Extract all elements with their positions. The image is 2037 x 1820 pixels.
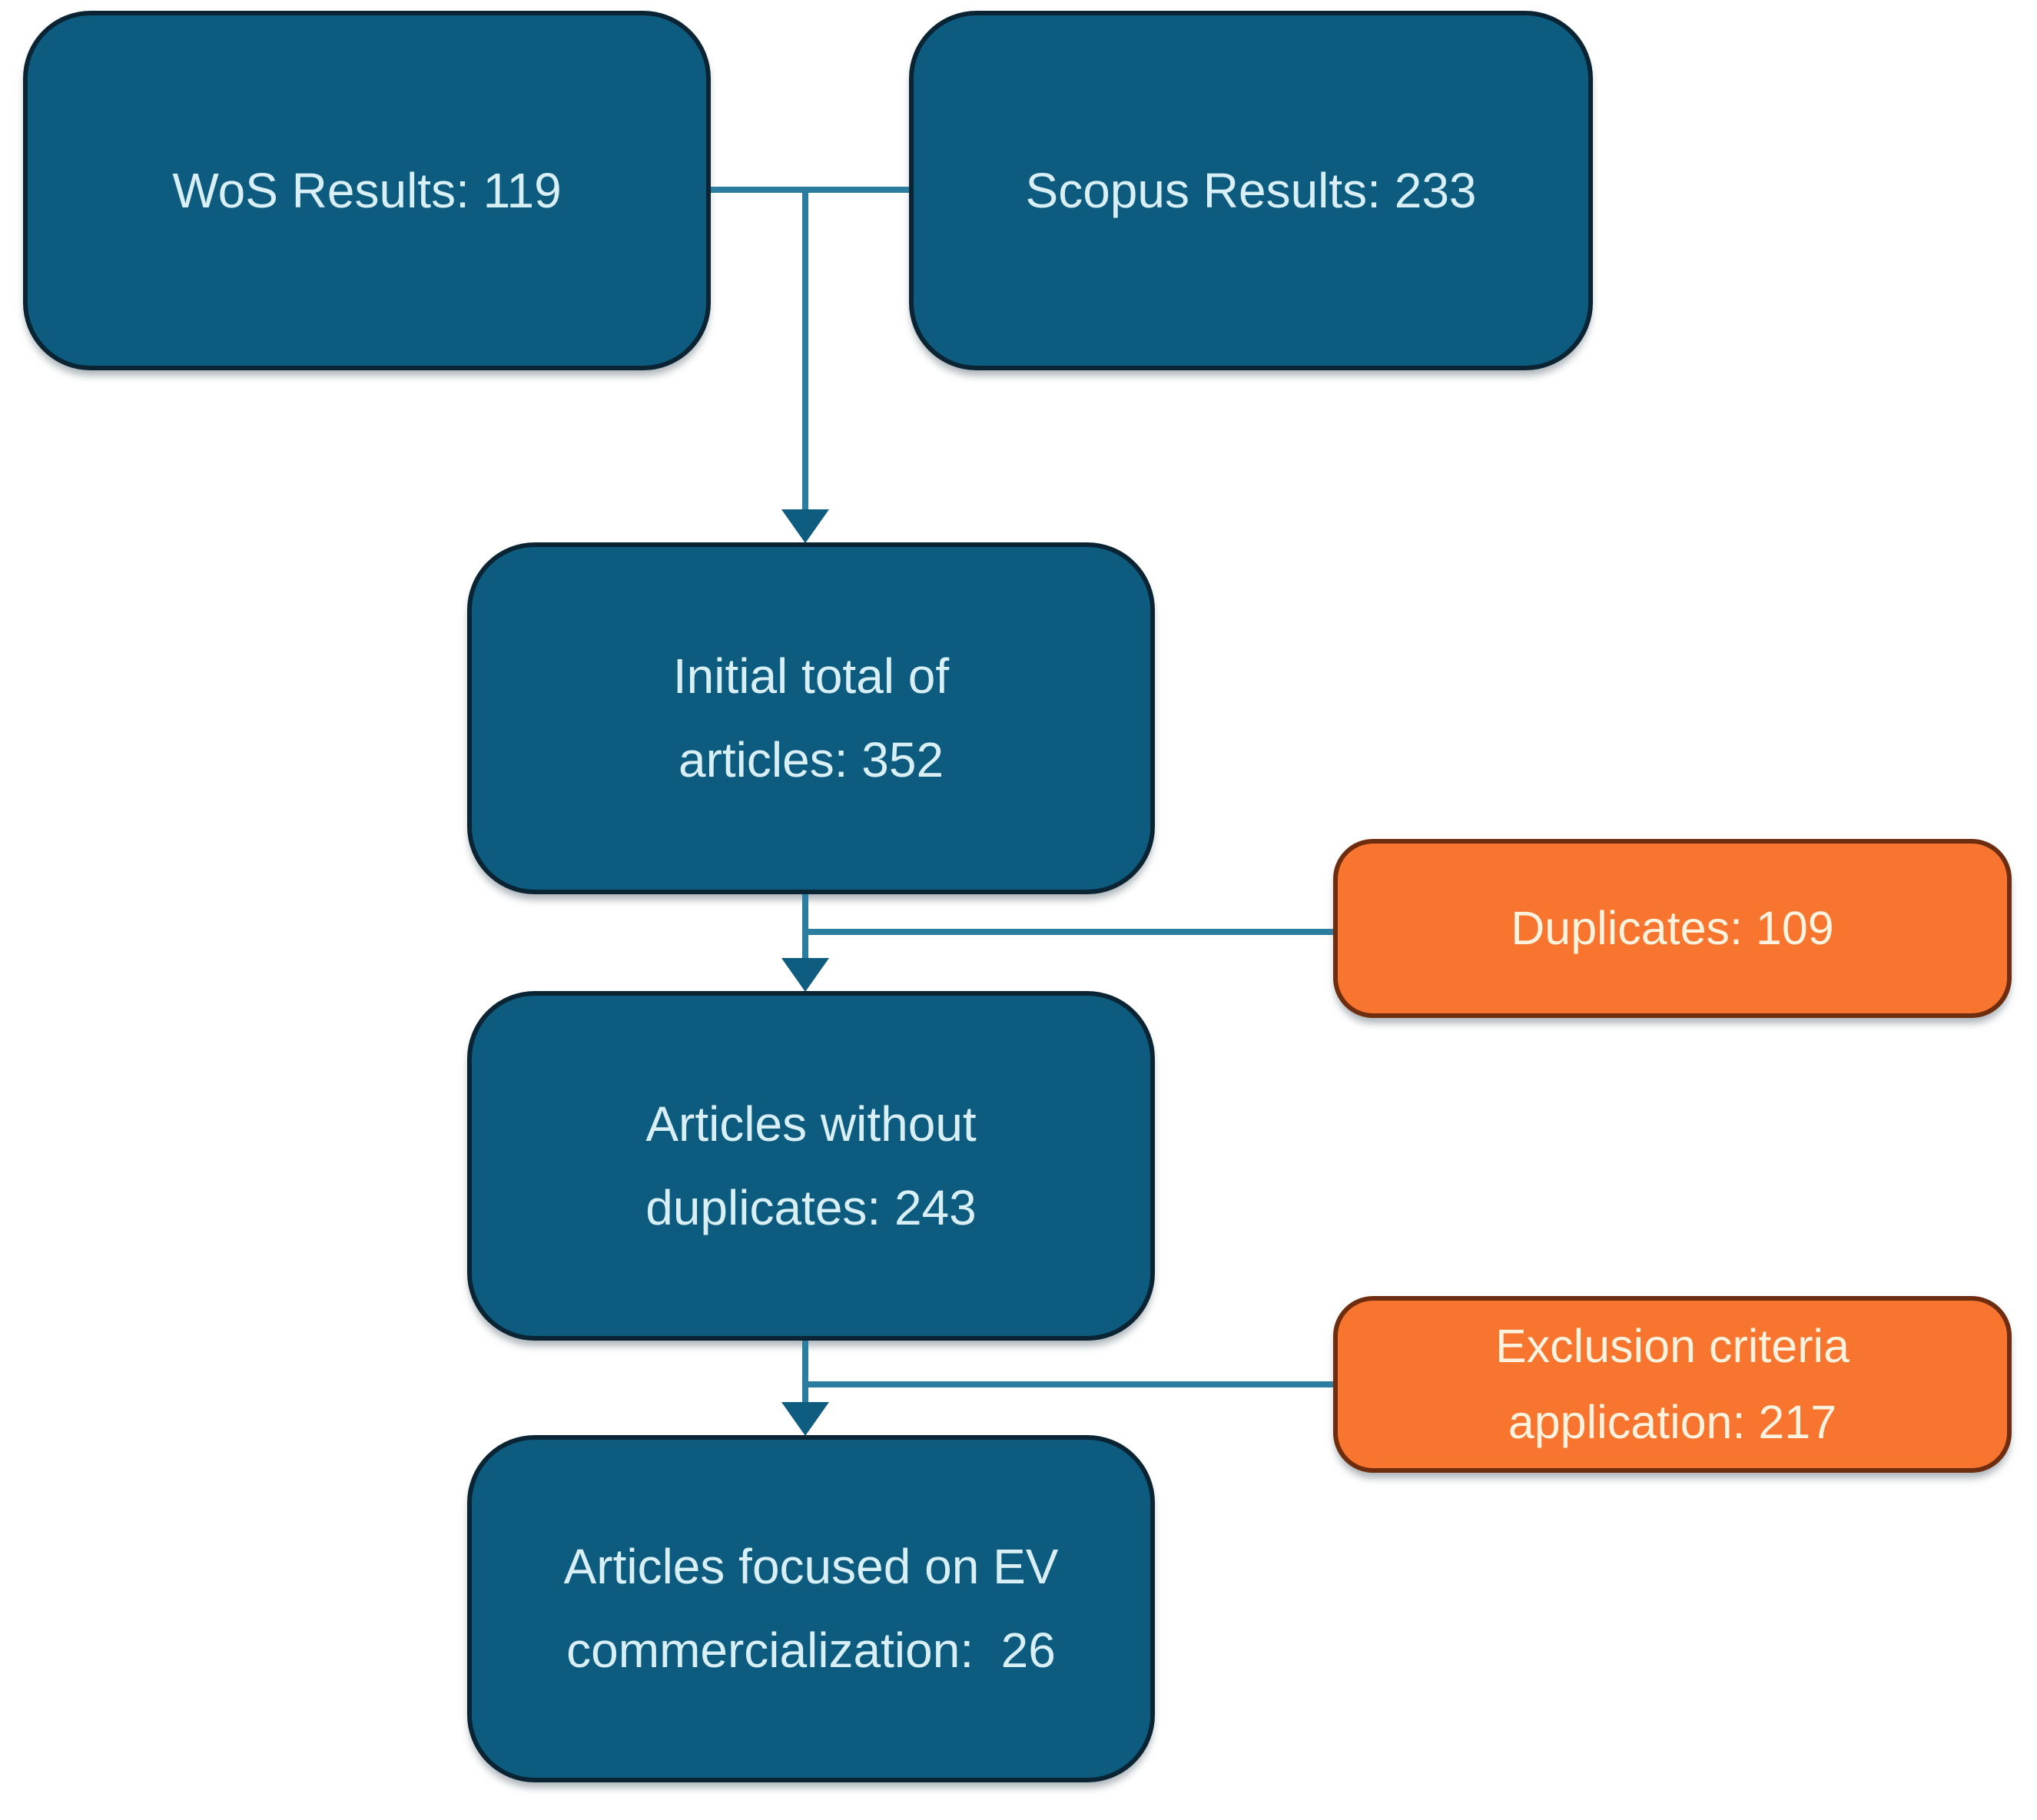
- node-scopus-results: Scopus Results: 233: [909, 11, 1593, 370]
- arrowhead-down-icon: [781, 1402, 829, 1436]
- connector-wos-scopus: [711, 187, 909, 193]
- connector-merge-to-initial: [802, 190, 808, 514]
- arrowhead-down-icon: [781, 509, 829, 543]
- arrowhead-down-icon: [781, 958, 829, 992]
- connector-nodup-to-final: [802, 1341, 808, 1408]
- node-final-articles: Articles focused on EV commercialization…: [467, 1435, 1155, 1782]
- node-initial-total: Initial total of articles: 352: [467, 542, 1155, 894]
- connector-branch-exclusion: [805, 1381, 1333, 1387]
- node-exclusion-criteria: Exclusion criteria application: 217: [1333, 1296, 2012, 1473]
- node-without-duplicates: Articles without duplicates: 243: [467, 991, 1155, 1341]
- node-duplicates: Duplicates: 109: [1333, 839, 2012, 1018]
- node-wos-results: WoS Results: 119: [23, 11, 711, 370]
- connector-branch-duplicates: [805, 929, 1333, 935]
